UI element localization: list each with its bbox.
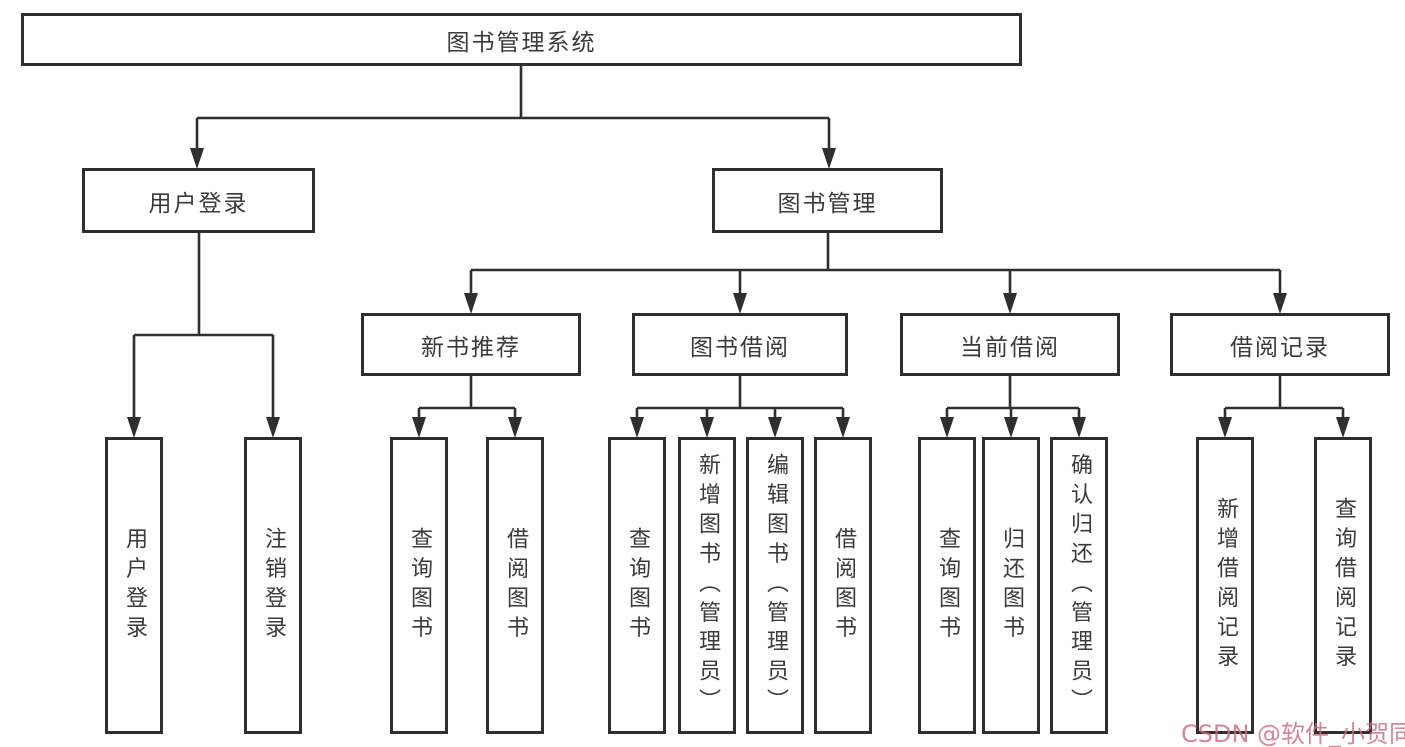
node-current-borrow: 当前借阅 (900, 313, 1120, 376)
leaf-new-books-borrow: 借阅图书 (486, 437, 544, 734)
csdn-watermark: CSDN @软件_小贺同学 (1181, 720, 1405, 747)
leaf-new-books-query: 查询图书 (390, 437, 448, 734)
node-root-label: 图书管理系统 (446, 29, 597, 56)
leaf-add-borrow-record-label: 新增借阅记录 (1213, 497, 1238, 674)
leaf-confirm-return-admin-label: 确认归还（管理员） (1067, 452, 1092, 719)
connector-borrow-records (1223, 376, 1345, 419)
node-new-book-recommend-label: 新书推荐 (421, 334, 521, 361)
leaf-borrow-book: 借阅图书 (814, 437, 872, 734)
leaf-borrow-book-label: 借阅图书 (831, 526, 856, 645)
leaf-query-borrow-record-label: 查询借阅记录 (1331, 497, 1356, 674)
leaf-query-borrow-record: 查询借阅记录 (1314, 437, 1372, 734)
node-user-login-label: 用户登录 (148, 190, 249, 217)
node-root: 图书管理系统 (21, 13, 1022, 66)
leaf-current-query: 查询图书 (918, 437, 976, 734)
node-new-book-recommend: 新书推荐 (361, 313, 581, 376)
leaf-borrow-edit-book-admin: 编辑图书（管理员） (746, 437, 804, 734)
leaf-user-login: 用户登录 (105, 437, 163, 734)
node-current-borrow-label: 当前借阅 (960, 334, 1060, 361)
connector-current-borrow (945, 376, 1081, 419)
leaf-logout: 注销登录 (244, 437, 302, 734)
leaf-logout-label: 注销登录 (261, 526, 286, 645)
leaf-return-book: 归还图书 (982, 437, 1040, 734)
node-book-management: 图书管理 (712, 168, 943, 233)
node-book-borrow: 图书借阅 (632, 313, 848, 376)
leaf-borrow-add-book-admin: 新增图书（管理员） (678, 437, 736, 734)
leaf-confirm-return-admin: 确认归还（管理员） (1050, 437, 1108, 734)
leaf-borrow-edit-book-admin-label: 编辑图书（管理员） (763, 452, 788, 719)
leaf-new-books-query-label: 查询图书 (407, 526, 432, 645)
connector-new-books (417, 376, 517, 419)
node-borrow-records-label: 借阅记录 (1230, 334, 1330, 361)
leaf-current-query-label: 查询图书 (935, 526, 960, 645)
leaf-borrow-query: 查询图书 (608, 437, 666, 734)
leaf-borrow-query-label: 查询图书 (625, 526, 650, 645)
connector-user-login (132, 233, 275, 419)
leaf-new-books-borrow-label: 借阅图书 (503, 526, 528, 645)
leaf-borrow-add-book-admin-label: 新增图书（管理员） (695, 452, 720, 719)
node-book-borrow-label: 图书借阅 (690, 334, 790, 361)
connector-book-mgmt (469, 233, 1282, 295)
node-user-login: 用户登录 (82, 168, 315, 233)
node-borrow-records: 借阅记录 (1170, 313, 1390, 376)
node-book-management-label: 图书管理 (777, 190, 878, 217)
connector-root (195, 66, 831, 150)
leaf-add-borrow-record: 新增借阅记录 (1196, 437, 1254, 734)
leaf-user-login-label: 用户登录 (122, 526, 147, 645)
leaf-return-book-label: 归还图书 (999, 526, 1024, 645)
connector-book-borrow (635, 376, 845, 419)
